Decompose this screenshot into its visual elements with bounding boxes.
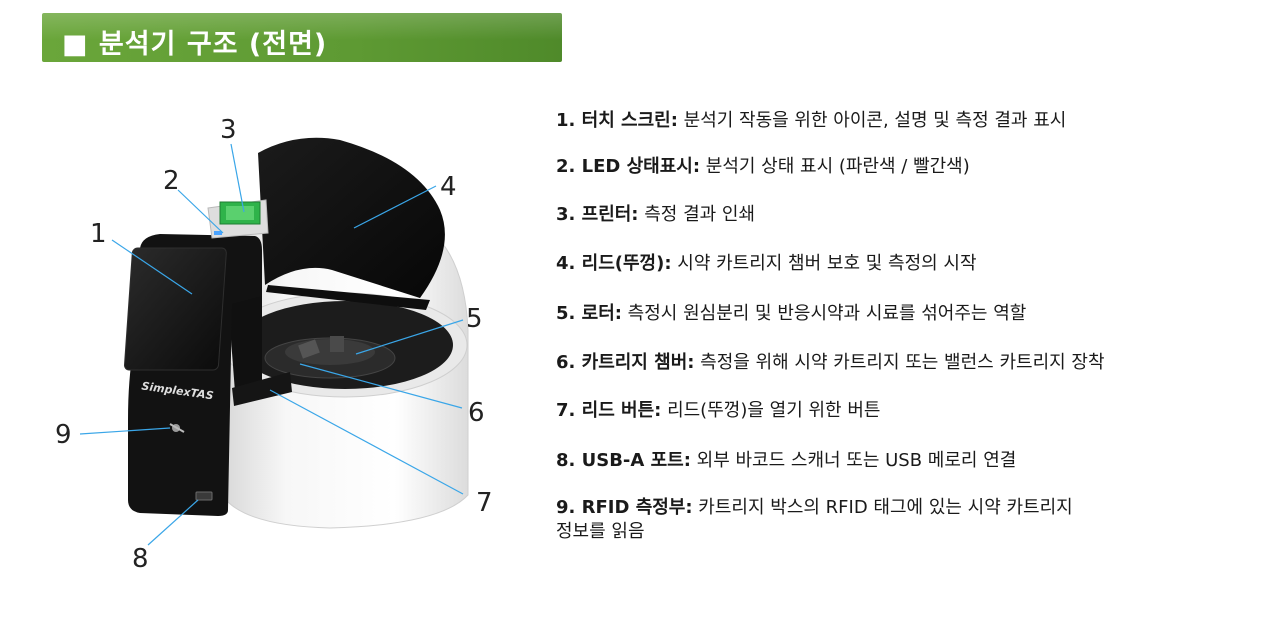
callout-1: 1 [90,219,107,249]
legend-term: 1. 터치 스크린: [556,110,678,131]
callout-7: 7 [476,488,493,518]
legend-term: 8. USB-A 포트: [556,450,691,471]
legend-desc: 분석기 작동을 위한 아이콘, 설명 및 측정 결과 표시 [678,110,1066,131]
legend-term: 2. LED 상태표시: [556,156,700,177]
legend-desc-continued: 정보를 읽음 [556,521,645,542]
legend-term: 7. 리드 버튼: [556,400,661,421]
legend-desc: 측정시 원심분리 및 반응시약과 시료를 섞어주는 역할 [622,303,1026,324]
legend-term: 3. 프린터: [556,204,639,225]
legend-item-printer: 3. 프린터: 측정 결과 인쇄 [556,203,755,227]
section-title: ■ 분석기 구조 (전면) [62,22,327,61]
callout-9: 9 [55,420,72,450]
legend-item-cartridge-chamber: 6. 카트리지 챔버: 측정을 위해 시약 카트리지 또는 밸런스 카트리지 장… [556,351,1105,375]
legend-item-rfid: 9. RFID 측정부: 카트리지 박스의 RFID 태그에 있는 시약 카트리… [556,496,1073,520]
legend-desc: 측정을 위해 시약 카트리지 또는 밸런스 카트리지 장착 [694,352,1104,373]
legend-item-touch-screen: 1. 터치 스크린: 분석기 작동을 위한 아이콘, 설명 및 측정 결과 표시 [556,109,1066,133]
legend-item-led: 2. LED 상태표시: 분석기 상태 표시 (파란색 / 빨간색) [556,155,970,179]
analyzer-diagram: SimplexTAS 1 2 3 4 5 6 7 8 9 [0,70,540,629]
legend-term: 6. 카트리지 챔버: [556,352,694,373]
callout-5: 5 [466,304,483,334]
legend-term: 9. RFID 측정부: [556,497,693,518]
legend-desc: 외부 바코드 스캐너 또는 USB 메로리 연결 [691,450,1016,471]
legend-desc: 분석기 상태 표시 (파란색 / 빨간색) [700,156,970,177]
legend-desc: 시약 카트리지 챔버 보호 및 측정의 시작 [672,253,977,274]
legend-item-rotor: 5. 로터: 측정시 원심분리 및 반응시약과 시료를 섞어주는 역할 [556,302,1026,326]
legend-item-lid-button: 7. 리드 버튼: 리드(뚜껑)을 열기 위한 버튼 [556,399,880,423]
legend-item-rfid-continued: 정보를 읽음 [556,520,645,544]
callout-3: 3 [220,115,237,145]
callout-2: 2 [163,166,180,196]
legend-desc: 리드(뚜껑)을 열기 위한 버튼 [661,400,880,421]
legend-item-usb-port: 8. USB-A 포트: 외부 바코드 스캐너 또는 USB 메로리 연결 [556,449,1016,473]
callout-8: 8 [132,544,149,574]
callout-6: 6 [468,398,485,428]
legend-term: 4. 리드(뚜껑): [556,253,672,274]
legend-desc: 카트리지 박스의 RFID 태그에 있는 시약 카트리지 [693,497,1073,518]
legend-term: 5. 로터: [556,303,622,324]
legend-desc: 측정 결과 인쇄 [639,204,756,225]
usb-port [196,492,212,500]
callout-4: 4 [440,172,457,202]
legend-item-lid: 4. 리드(뚜껑): 시약 카트리지 챔버 보호 및 측정의 시작 [556,252,977,276]
touch-screen [124,248,227,370]
